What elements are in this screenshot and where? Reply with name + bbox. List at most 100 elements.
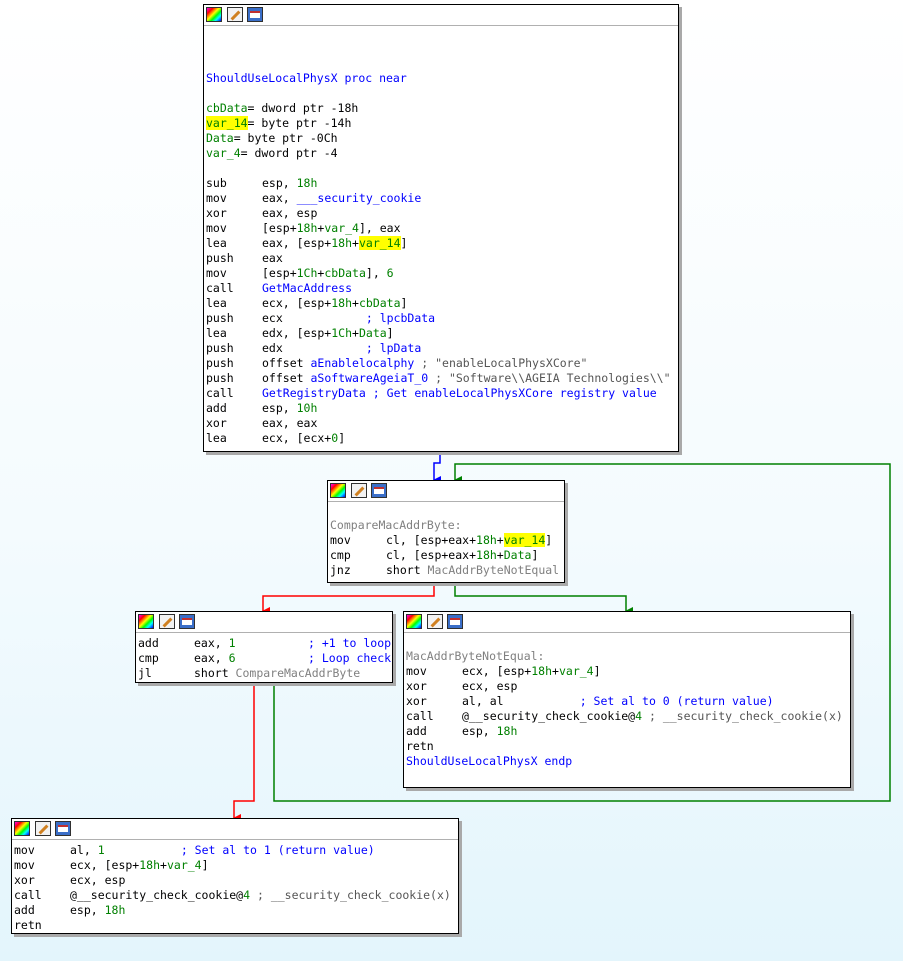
instruction-line[interactable]: jnz short MacAddrByteNotEqual	[330, 563, 562, 578]
edge-loop-back	[273, 463, 891, 802]
mnemonic: lea	[206, 296, 227, 310]
block-label[interactable]: MacAddrByteNotEqual:	[406, 649, 545, 663]
operands: @__security_check_cookie@4 ; __security_…	[462, 709, 843, 723]
color-palette-icon[interactable]	[406, 614, 422, 629]
instruction-line[interactable]: retn	[406, 739, 848, 754]
operands: eax, eax	[262, 416, 318, 430]
graph-view-icon[interactable]	[55, 821, 71, 836]
instruction-line[interactable]: mov[esp+1Ch+cbData], 6	[206, 266, 676, 281]
instruction-line[interactable]: push offset aSoftwareAgeiaT_0 ; "Software…	[206, 371, 676, 386]
operands: short MacAddrByteNotEqual	[386, 563, 560, 577]
instruction-line[interactable]: retn	[14, 918, 456, 933]
operands: offset aEnablelocalphy ; "enableLocalPhy…	[262, 356, 588, 370]
graph-view-icon[interactable]	[371, 483, 387, 498]
edit-node-icon[interactable]	[227, 7, 243, 22]
instruction-line[interactable]: mov ecx, [esp+18h+var_4]	[14, 858, 456, 873]
comment: ; Loop check	[308, 651, 392, 665]
operands: cl, [esp+eax+18h+Data]	[386, 548, 539, 562]
graph-view-icon[interactable]	[447, 614, 463, 629]
mnemonic: xor	[406, 694, 427, 708]
instruction-line[interactable]: mov[esp+18h+var_4], eax	[206, 221, 676, 236]
mnemonic: call	[14, 888, 42, 902]
instruction-line[interactable]: xor eax, eax	[206, 416, 676, 431]
proc-name[interactable]: ShouldUseLocalPhysX proc near	[206, 71, 407, 85]
operands: eax, esp	[262, 206, 318, 220]
mnemonic: call	[406, 709, 434, 723]
instruction-line[interactable]: call @__security_check_cookie@4 ; __secur…	[406, 709, 848, 724]
operands: ecx, [esp+18h+cbData]	[262, 296, 408, 310]
edit-node-icon[interactable]	[427, 614, 443, 629]
graph-view-icon[interactable]	[179, 614, 195, 629]
mnemonic: xor	[206, 416, 227, 430]
color-palette-icon[interactable]	[330, 483, 346, 498]
operands: offset aSoftwareAgeiaT_0 ; "Software\\AG…	[262, 371, 671, 385]
operands: ecx, esp	[70, 873, 126, 887]
mnemonic: add	[206, 401, 227, 415]
color-palette-icon[interactable]	[138, 614, 154, 629]
operands: short CompareMacAddrByte	[194, 666, 361, 680]
edit-node-icon[interactable]	[35, 821, 51, 836]
var-decl: Data= byte ptr -0Ch	[206, 131, 338, 145]
color-palette-icon[interactable]	[14, 821, 30, 836]
instruction-line[interactable]: lea eax, [esp+18h+var_14]	[206, 236, 676, 251]
mnemonic: push	[206, 371, 234, 385]
instruction-line[interactable]: xor ecx, esp	[14, 873, 456, 888]
mnemonic: mov	[206, 266, 227, 280]
block-label[interactable]: CompareMacAddrByte:	[330, 518, 462, 532]
instruction-line[interactable]: call @__security_check_cookie@4 ; __secur…	[14, 888, 456, 903]
block-header	[136, 612, 392, 633]
mnemonic: mov	[206, 191, 227, 205]
block-header	[328, 481, 564, 502]
mnemonic: cmp	[138, 651, 159, 665]
operands: eax, [esp+18h+var_14]	[262, 236, 408, 250]
block-header	[404, 612, 850, 633]
mnemonic: retn	[14, 918, 42, 932]
block-prologue[interactable]: ShouldUseLocalPhysX proc near cbData= dw…	[203, 4, 679, 452]
color-palette-icon[interactable]	[206, 7, 222, 22]
edit-node-icon[interactable]	[351, 483, 367, 498]
operands: ShouldUseLocalPhysX endp	[406, 754, 573, 768]
operands: @__security_check_cookie@4 ; __security_…	[70, 888, 451, 902]
mnemonic: xor	[14, 873, 35, 887]
var-decl: var_4= dword ptr -4	[206, 146, 338, 160]
mnemonic: push	[206, 251, 234, 265]
mnemonic: lea	[206, 236, 227, 250]
edge-entry-to-compare	[433, 451, 441, 484]
instruction-line[interactable]: lea ecx, [esp+18h+cbData]	[206, 296, 676, 311]
mnemonic: jnz	[330, 563, 351, 577]
mnemonic: mov	[14, 858, 35, 872]
operands: ecx, [esp+18h+var_4]	[70, 858, 209, 872]
instruction-line[interactable]: ShouldUseLocalPhysX endp	[406, 754, 848, 769]
edit-node-icon[interactable]	[159, 614, 175, 629]
graph-view-icon[interactable]	[247, 7, 263, 22]
mnemonic: mov	[406, 664, 427, 678]
